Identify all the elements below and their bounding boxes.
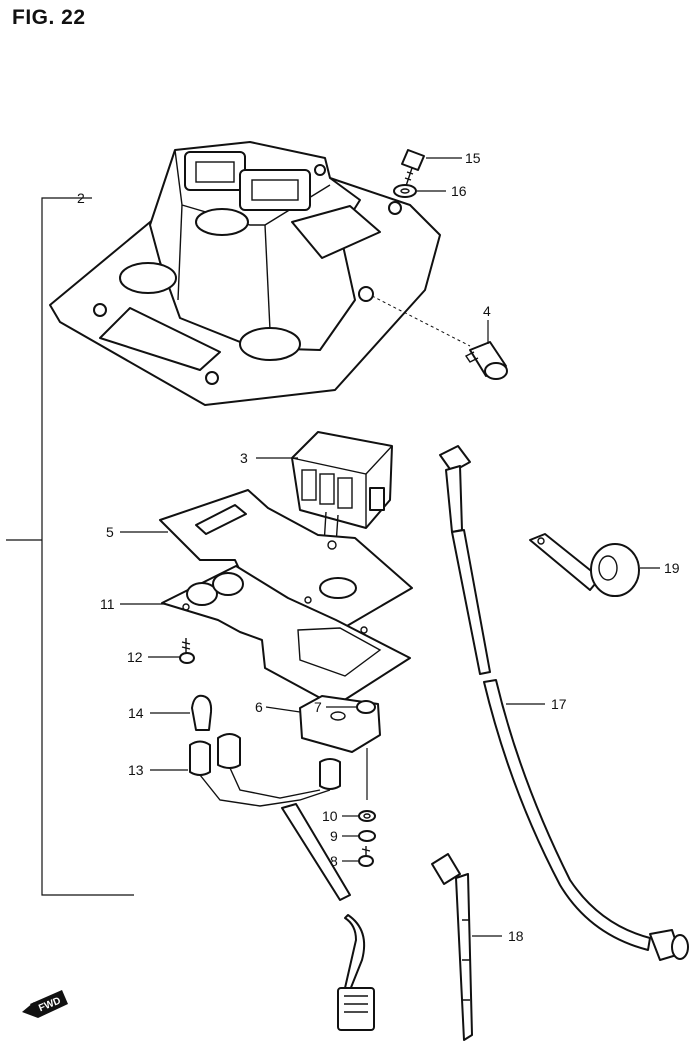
callout-10: 10 <box>322 808 338 824</box>
leader-lines <box>120 157 660 937</box>
part-8-bolt <box>358 846 374 867</box>
callout-12: 12 <box>127 649 143 665</box>
callout-7: 7 <box>314 699 322 715</box>
part-13-harness <box>189 733 375 1031</box>
callout-16: 16 <box>451 183 467 199</box>
callout-13: 13 <box>128 762 144 778</box>
callout-6: 6 <box>255 699 263 715</box>
part-5-gasket <box>159 489 413 631</box>
part-9-nut <box>358 830 376 842</box>
figure-title: FIG. 22 <box>12 6 86 29</box>
callout-2: 2 <box>77 190 85 206</box>
part-4-knob <box>464 341 508 380</box>
part-17-cable <box>439 445 689 961</box>
part-10-washer <box>358 810 376 822</box>
callout-19: 19 <box>664 560 680 576</box>
callout-9: 9 <box>330 828 338 844</box>
callout-8: 8 <box>330 853 338 869</box>
callout-18: 18 <box>508 928 524 944</box>
part-12-screw <box>179 638 195 664</box>
callout-numbers: 2 15 16 4 3 5 11 12 14 6 7 13 10 9 8 17 … <box>77 150 680 944</box>
callout-17: 17 <box>551 696 567 712</box>
callout-3: 3 <box>240 450 248 466</box>
part-14-bulb <box>191 694 213 731</box>
fwd-direction-badge: FWD <box>22 990 68 1018</box>
part-7-grommet <box>356 700 376 714</box>
callout-15: 15 <box>465 150 481 166</box>
callout-5: 5 <box>106 524 114 540</box>
part-3-switch <box>291 431 393 546</box>
part-19-guide <box>529 533 640 597</box>
part-15-screw <box>401 149 425 187</box>
assembly-bracket <box>6 197 134 896</box>
part-16-washer <box>393 184 417 198</box>
part-18-sensor <box>431 853 473 1041</box>
part-2-housing <box>49 141 471 406</box>
callout-11: 11 <box>100 596 115 612</box>
callout-14: 14 <box>128 705 144 721</box>
callout-4: 4 <box>483 303 491 319</box>
